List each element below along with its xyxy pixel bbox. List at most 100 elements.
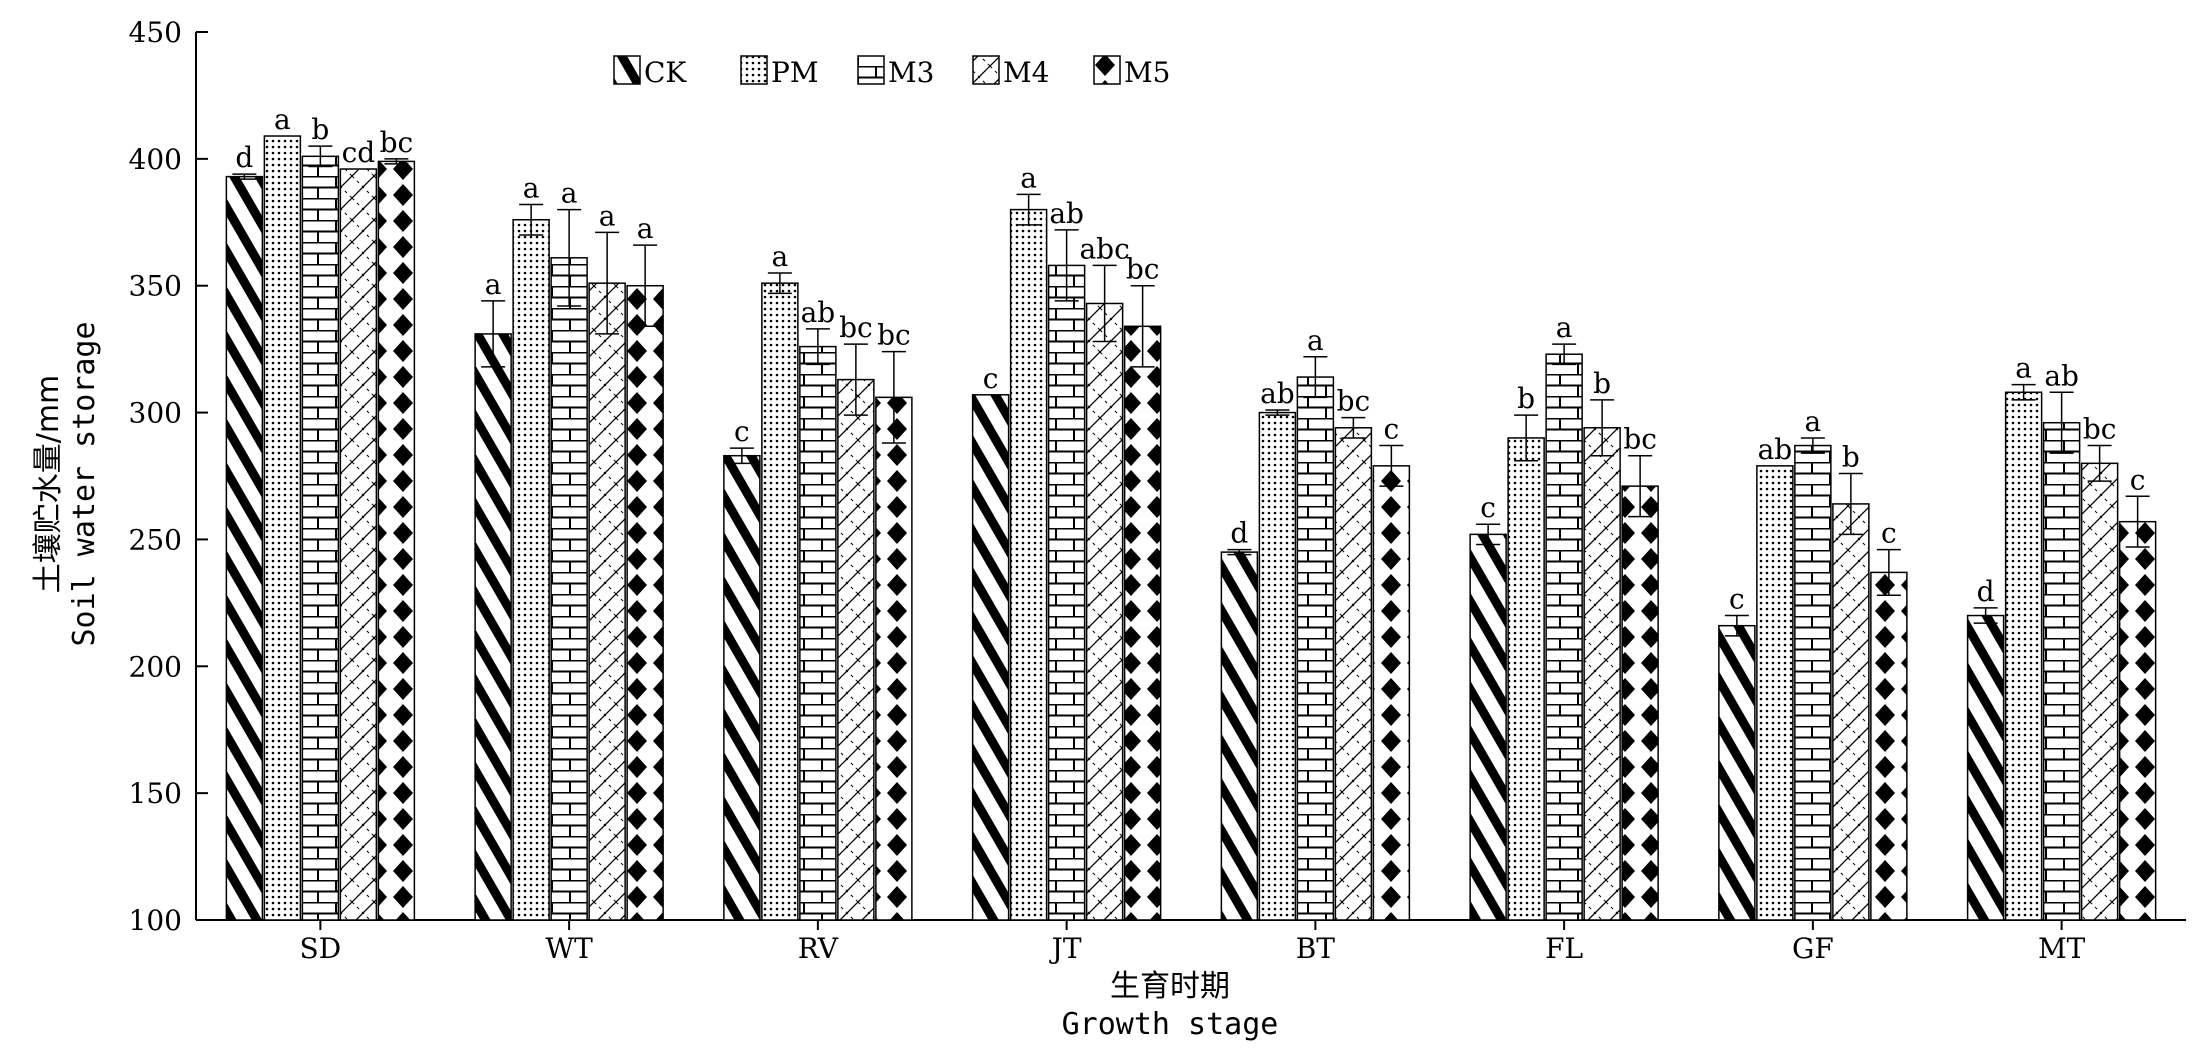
- legend-item-pm: PM: [740, 55, 819, 89]
- x-tick-label: WT: [545, 932, 593, 965]
- significance-label: ab: [801, 296, 836, 329]
- bar-ck-sd: [225, 175, 264, 921]
- bar-ck-wt: [474, 333, 512, 921]
- bar-pm-bt: [1258, 411, 1297, 921]
- legend-label: M4: [1003, 56, 1049, 89]
- significance-label: bc: [2083, 413, 2117, 446]
- bar-pm-mt: [2004, 391, 2043, 921]
- y-tick-label: 450: [129, 16, 182, 49]
- significance-label: a: [485, 268, 502, 301]
- bar-ck-mt: [1966, 614, 2005, 921]
- significance-label: d: [1230, 517, 1248, 550]
- significance-label: c: [2130, 463, 2146, 496]
- significance-label: a: [274, 103, 291, 136]
- y-axis-title-chinese: 土壤贮水量/mm: [31, 375, 66, 594]
- significance-label: bc: [380, 126, 414, 159]
- significance-label: b: [1593, 367, 1611, 400]
- bar-m3-mt: [2042, 421, 2081, 921]
- x-axis-title: Growth stage: [1062, 1007, 1279, 1042]
- significance-label: bc: [877, 319, 911, 352]
- significance-label: ab: [1260, 377, 1295, 410]
- legend-swatch: [613, 55, 641, 85]
- legend-swatch: [972, 55, 1000, 85]
- y-tick-label: 100: [129, 904, 182, 937]
- bar-pm-jt: [1009, 208, 1048, 921]
- x-tick-label: FL: [1545, 932, 1583, 965]
- y-tick-label: 400: [129, 143, 182, 176]
- legend-item-m3: M3: [857, 55, 934, 89]
- significance-label: a: [1307, 324, 1324, 357]
- significance-label: cd: [342, 136, 376, 169]
- significance-label: a: [637, 212, 654, 245]
- bar-m5-gf: [1870, 571, 1908, 921]
- significance-label: abc: [1079, 232, 1129, 265]
- significance-label: c: [983, 362, 999, 395]
- bar-m4-mt: [2080, 462, 2119, 921]
- bar-m5-jt: [1123, 325, 1162, 921]
- significance-label: a: [599, 199, 616, 232]
- significance-label: bc: [1623, 423, 1657, 456]
- y-axis-title: Soil water storage: [67, 321, 102, 646]
- bar-m5-rv: [875, 396, 913, 921]
- bar-m5-sd: [377, 160, 416, 921]
- y-tick-label: 200: [129, 650, 182, 683]
- y-axis-ticks: 100 150 200 250 300 350 400 450: [129, 16, 208, 937]
- significance-label: d: [235, 141, 253, 174]
- significance-label: a: [2015, 352, 2032, 385]
- legend-swatch: [1093, 55, 1121, 85]
- bar-m3-wt: [550, 257, 588, 921]
- significance-label: a: [772, 240, 789, 273]
- bar-ck-jt: [971, 394, 1010, 921]
- x-tick-label: RV: [798, 932, 839, 965]
- legend-item-m4: M4: [972, 55, 1049, 89]
- bar-m4-gf: [1832, 503, 1870, 921]
- significance-label: bc: [1126, 253, 1160, 286]
- bar-m5-wt: [626, 284, 664, 921]
- significance-label: b: [1842, 440, 1860, 473]
- bar-m4-jt: [1085, 302, 1124, 921]
- legend: CK PM M3 M4 M5: [613, 55, 1170, 89]
- significance-label: c: [1480, 491, 1496, 524]
- x-tick-label: GF: [1792, 932, 1834, 965]
- legend-swatch: [857, 55, 885, 85]
- bar-ck-fl: [1469, 533, 1507, 921]
- significance-label: c: [1729, 583, 1745, 616]
- y-tick-label: 150: [129, 777, 182, 810]
- legend-label: CK: [644, 56, 687, 89]
- significance-label: d: [1977, 575, 1995, 608]
- legend-item-ck: CK: [613, 55, 687, 89]
- bar-m3-jt: [1047, 264, 1086, 921]
- bar-m4-rv: [837, 378, 875, 921]
- bar-ck-bt: [1220, 551, 1259, 921]
- bar-m5-fl: [1621, 485, 1659, 921]
- significance-label: a: [523, 172, 540, 205]
- significance-label: bc: [839, 311, 873, 344]
- bar-m3-rv: [799, 345, 837, 921]
- legend-swatch: [740, 55, 768, 85]
- legend-label: PM: [771, 56, 819, 89]
- bar-m3-sd: [301, 155, 340, 921]
- significance-label: ab: [1758, 433, 1793, 466]
- bar-pm-wt: [512, 218, 550, 921]
- significance-label: a: [561, 177, 578, 210]
- significance-label: b: [1517, 382, 1535, 415]
- bar-ck-gf: [1718, 624, 1756, 921]
- bar-pm-fl: [1507, 437, 1545, 921]
- x-axis-title-chinese: 生育时期: [1110, 969, 1230, 1004]
- bar-m3-bt: [1296, 376, 1335, 921]
- y-tick-label: 300: [129, 397, 182, 430]
- legend-item-m5: M5: [1093, 55, 1170, 89]
- significance-label: a: [1020, 161, 1037, 194]
- bar-pm-sd: [263, 135, 302, 921]
- legend-label: M5: [1124, 56, 1170, 89]
- significance-label: b: [311, 113, 329, 146]
- y-tick-label: 250: [129, 523, 182, 556]
- significance-label: a: [1556, 311, 1573, 344]
- y-tick-label: 350: [129, 270, 182, 303]
